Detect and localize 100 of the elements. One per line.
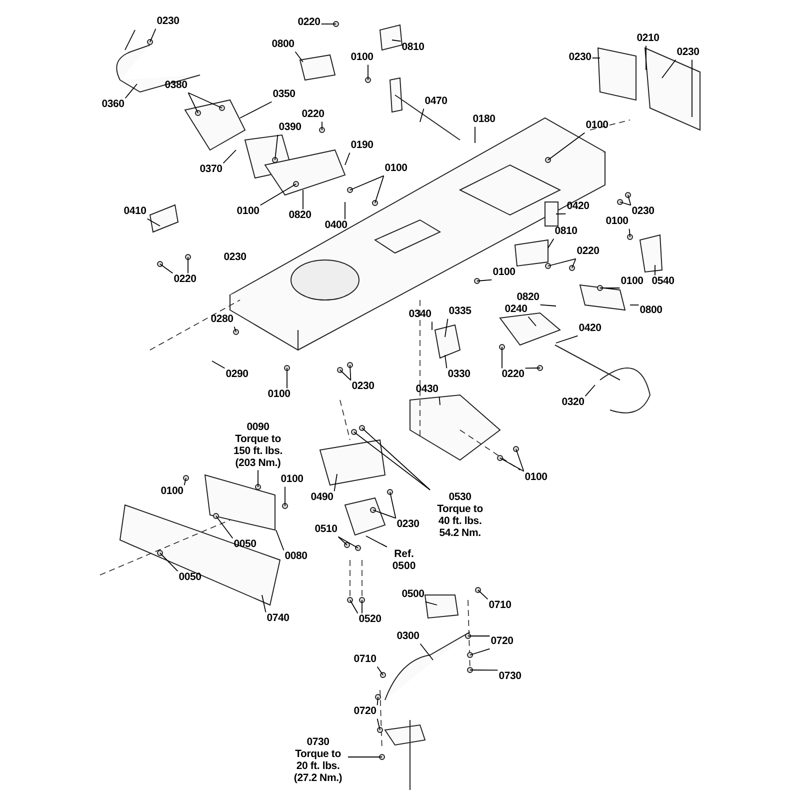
leader-line [240,101,272,118]
callout-number: 0220 [502,369,524,381]
callout-number: 0710 [354,654,376,666]
callout-number: 0500 [402,589,424,601]
callout-number: 0740 [266,613,290,625]
callout-number: 0220 [576,246,600,258]
callout-number: 0510 [314,524,338,536]
leader-line [344,152,350,166]
leader-line [548,258,576,266]
leader-line [470,670,498,671]
callout-number: 0100 [236,206,260,218]
callout-number: 0240 [504,304,528,316]
leader-line [302,190,304,210]
callout-number: 0210 [636,33,660,45]
leader-line [572,258,576,268]
leader-line [392,40,402,42]
callout-number: 0520 [358,614,382,626]
leader-line [620,202,632,206]
leader-line [376,666,384,676]
leader-line [556,335,578,344]
leader-line [294,51,304,62]
leader-line [420,108,424,122]
leader-line [348,756,382,758]
leader-line [260,184,296,206]
leader-line [338,536,348,546]
callout-number: 0220 [302,109,324,121]
callout-number: 0230 [224,252,246,264]
leader-line [188,92,198,114]
reference-note: Ref. 0500 [388,548,420,572]
leader-line [150,28,156,42]
callout-number: 0330 [448,369,470,381]
torque-note: Torque to 40 ft. lbs. 54.2 Nm. [436,502,484,540]
callout-number: 0400 [324,220,348,232]
callout-number: 0290 [226,369,248,381]
callout-number: 0380 [164,80,188,92]
leader-line [338,536,358,548]
leader-line [372,510,396,519]
leader-line [556,213,566,214]
leader-line [476,279,492,282]
callout-number: 0490 [310,492,334,504]
callout-number: 0360 [102,99,124,111]
leader-line [146,218,160,226]
callout-number: 0230 [632,206,654,218]
callout-number: 0230 [676,47,700,59]
leader-line [478,590,488,600]
callout-number: 0100 [350,52,374,64]
callout-number: 0810 [554,226,578,238]
callout-number: 0710 [488,600,512,612]
leader-line [160,552,178,572]
leader-line [662,59,676,78]
leader-line [284,486,286,506]
callout-number: 0230 [352,381,374,393]
callout-number: 0390 [278,122,302,134]
leader-line [444,318,448,338]
leader-line [362,428,430,490]
callout-number: 0100 [280,474,304,486]
leader-line [374,175,384,204]
callout-number: 0410 [124,206,146,218]
leader-line [628,228,630,238]
callout-number: 0050 [234,539,256,551]
callout-number: 0800 [640,305,662,317]
callout-number: 0230 [156,16,180,28]
leader-line [340,370,352,381]
callout-number: 0420 [578,323,602,335]
callout-number: 0350 [272,89,296,101]
leader-line [474,126,476,144]
callout-number: 0280 [210,314,234,326]
leader-line [630,304,640,306]
callout-number: 0100 [492,267,516,279]
callout-number: 0100 [524,472,548,484]
callout-number: 0420 [566,201,590,213]
callout-number: 0730 [306,736,330,748]
callout-number: 0540 [652,276,674,288]
callout-number: 0370 [200,164,222,176]
callout-number: 0810 [402,42,424,54]
leader-line [470,648,490,656]
leader-line [500,458,524,472]
torque-note: Torque to 150 ft. lbs. (203 Nm.) [232,432,284,470]
leader-line [654,264,656,276]
callout-number: 0320 [562,397,584,409]
leader-line [444,354,448,369]
leader-line [334,474,338,492]
leader-line [540,304,556,306]
callout-number: 0340 [408,309,432,321]
leader-line [274,134,278,160]
callout-number: 0720 [354,706,376,718]
callout-number: 0300 [396,631,420,643]
leader-line [366,536,388,548]
leader-line [350,175,384,190]
torque-note: Torque to 20 ft. lbs. (27.2 Nm.) [292,748,344,784]
callout-number: 0100 [620,276,644,288]
leader-line [376,718,380,730]
callout-number: 0335 [448,306,472,318]
callout-number: 0230 [568,52,592,64]
callout-number: 0530 [448,490,472,503]
leader-line [438,396,440,406]
callout-number: 0100 [586,120,608,132]
callout-number: 0730 [498,671,522,683]
leader-line [390,492,396,519]
leader-line [628,194,632,206]
